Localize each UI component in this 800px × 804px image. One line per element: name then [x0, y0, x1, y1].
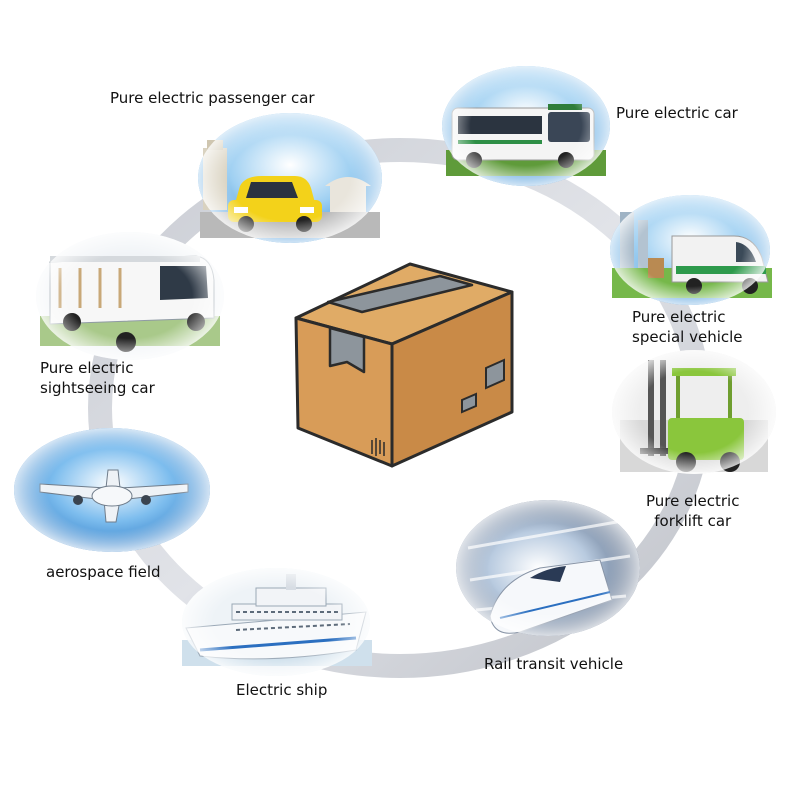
sightseeing-cart-icon: [36, 232, 224, 360]
bullet-train-icon: [456, 500, 640, 636]
label-ship: Electric ship: [236, 681, 328, 699]
yellow-electric-car-icon: [198, 113, 382, 243]
label-forklift: Pure electric forklift car: [646, 492, 740, 530]
label-passenger-car: Pure electric passenger car: [110, 89, 315, 107]
ship-icon: [182, 568, 372, 676]
forklift-icon: [612, 350, 776, 474]
label-aerospace: aerospace field: [46, 563, 161, 581]
label-special-vehicle: Pure electric special vehicle: [632, 308, 743, 346]
airplane-icon: [14, 428, 210, 552]
label-electric-car: Pure electric car: [616, 104, 738, 122]
delivery-van-icon: [610, 195, 772, 305]
label-rail: Rail transit vehicle: [484, 655, 624, 673]
electric-bus-icon: [442, 66, 610, 186]
cardboard-box-icon: [294, 262, 514, 468]
label-sightseeing: Pure electric sightseeing car: [40, 359, 155, 397]
